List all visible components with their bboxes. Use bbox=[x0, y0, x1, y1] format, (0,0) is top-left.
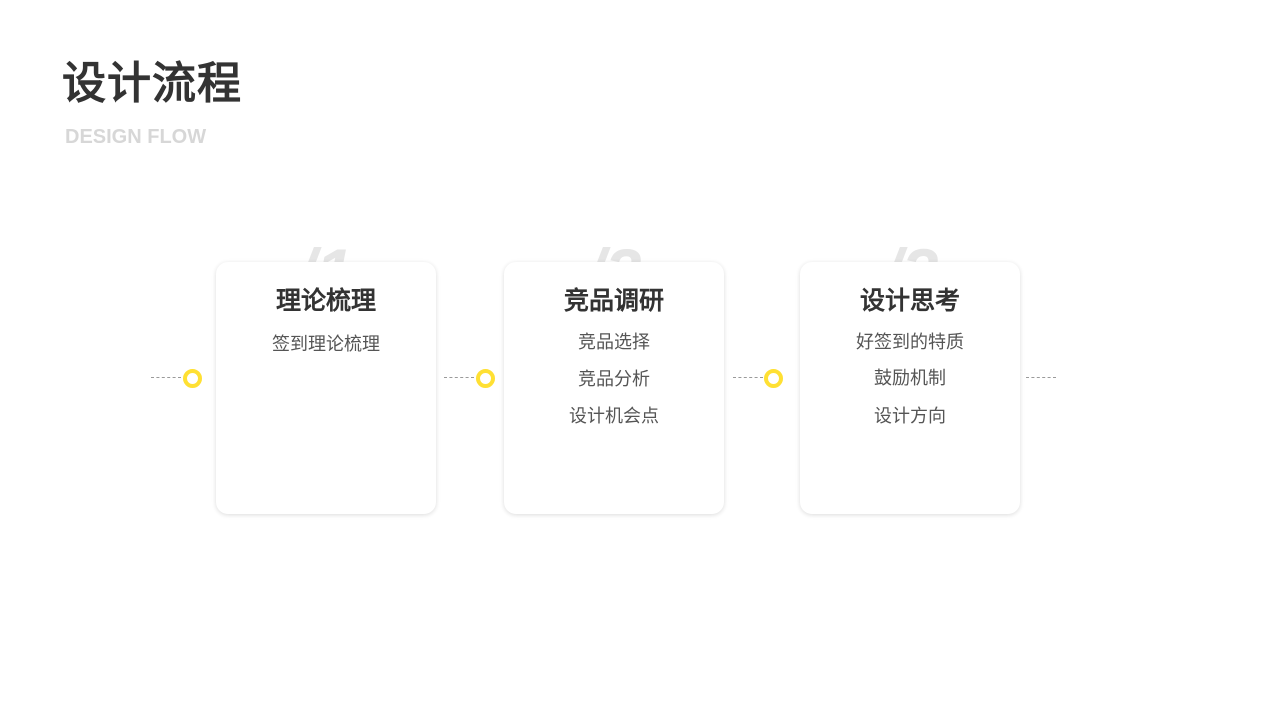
step-item: 签到理论梳理 bbox=[272, 334, 380, 355]
step-item: 竞品分析 bbox=[578, 369, 650, 390]
step-card-2: 竞品调研 竞品选择 竞品分析 设计机会点 bbox=[504, 262, 724, 514]
step-item: 鼓励机制 bbox=[874, 368, 946, 389]
step-item: 设计方向 bbox=[874, 406, 946, 427]
timeline-dash-3 bbox=[733, 377, 763, 378]
step-item: 设计机会点 bbox=[569, 406, 659, 427]
step-card-1: 理论梳理 签到理论梳理 bbox=[216, 262, 436, 514]
step-card-3: 设计思考 好签到的特质 鼓励机制 设计方向 bbox=[800, 262, 1020, 514]
timeline-dot-3 bbox=[764, 369, 783, 388]
step-title: 理论梳理 bbox=[275, 286, 376, 315]
timeline-dot-2 bbox=[476, 369, 495, 388]
step-item: 好签到的特质 bbox=[856, 332, 964, 353]
timeline-dash-2 bbox=[444, 377, 474, 378]
step-title: 设计思考 bbox=[859, 286, 960, 315]
page-subtitle: DESIGN FLOW bbox=[65, 126, 207, 148]
step-item: 竞品选择 bbox=[578, 332, 650, 353]
page-title: 设计流程 bbox=[62, 58, 242, 109]
timeline-dash-start bbox=[151, 377, 181, 378]
timeline-dot-1 bbox=[183, 369, 202, 388]
step-title: 竞品调研 bbox=[563, 286, 664, 315]
timeline-dash-end bbox=[1026, 377, 1056, 378]
